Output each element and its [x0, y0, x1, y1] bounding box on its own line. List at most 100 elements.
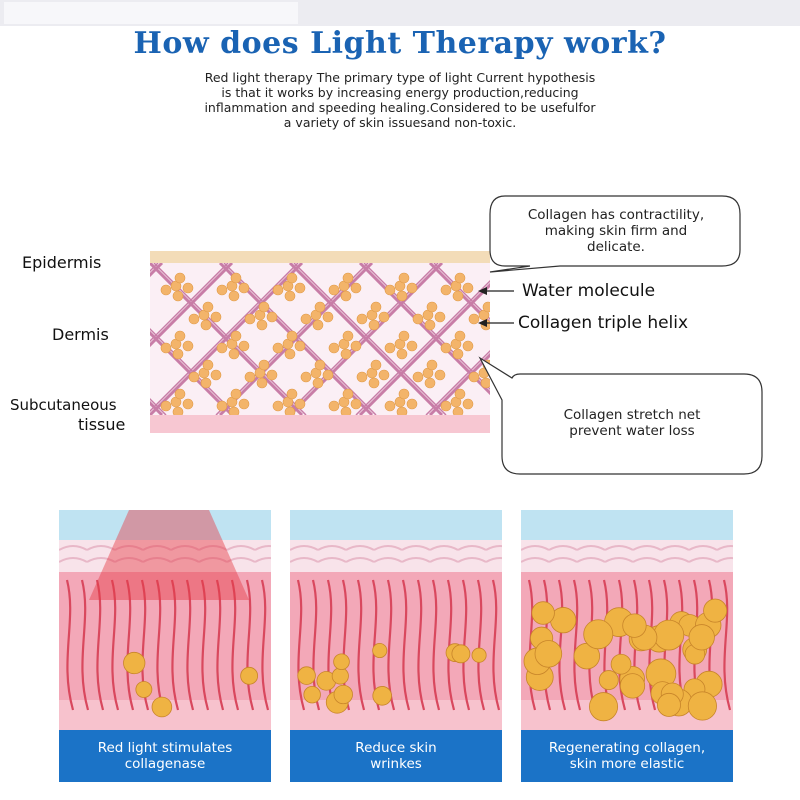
- fiber: [401, 579, 411, 711]
- water-molecules: [160, 272, 490, 415]
- water-molecule: [294, 340, 306, 352]
- fiber: [416, 579, 426, 711]
- callout-bottom: Collagen stretch net prevent water loss: [502, 407, 762, 439]
- pointer-label-collagen: Collagen triple helix: [518, 313, 689, 333]
- water-molecule: [434, 369, 446, 381]
- water-molecule: [378, 311, 390, 323]
- water-molecule: [284, 290, 296, 302]
- cell-line: [632, 545, 662, 551]
- top-bar-tab: [4, 2, 298, 24]
- water-molecule: [480, 377, 490, 389]
- cell-line: [373, 545, 403, 551]
- callout-bottom-line: prevent water loss: [569, 423, 695, 439]
- collagen-strand: [428, 352, 490, 415]
- collagen-ball: [135, 681, 153, 698]
- top-bar: [0, 0, 800, 26]
- water-molecule: [378, 369, 390, 381]
- water-molecule: [384, 400, 396, 412]
- water-molecule: [440, 342, 452, 354]
- cell-line: [604, 545, 634, 551]
- page-title: How does Light Therapy work?: [133, 26, 667, 61]
- collagen-ball: [619, 673, 646, 699]
- water-molecule: [286, 272, 298, 284]
- water-molecule: [342, 330, 354, 342]
- water-molecule: [314, 301, 326, 313]
- cell-line: [59, 545, 88, 551]
- water-molecule: [434, 311, 446, 323]
- water-molecule: [284, 348, 296, 360]
- water-molecule: [340, 290, 352, 302]
- panel-caption-line: Red light stimulates: [97, 740, 233, 756]
- water-molecule: [384, 284, 396, 296]
- water-molecule: [468, 371, 480, 383]
- fiber: [65, 579, 75, 711]
- cell-line: [198, 545, 228, 551]
- panel-reduce-wrinkles: Reduce skin wrinkes: [290, 510, 502, 782]
- sky-band: [59, 510, 271, 540]
- water-molecule: [322, 311, 334, 323]
- callout-top: Collagen has contractility, making skin …: [492, 207, 740, 255]
- epidermis-layer: [150, 251, 490, 263]
- panel-caption-line: Reduce skin: [355, 740, 437, 756]
- intro-text: Red light therapy The primary type of li…: [100, 70, 700, 130]
- collagen-ball: [123, 651, 146, 675]
- fiber: [245, 579, 255, 711]
- pointer-label-water: Water molecule: [522, 281, 656, 301]
- water-molecule: [412, 371, 424, 383]
- collagen-ball: [531, 601, 555, 625]
- collagen-ball: [372, 642, 388, 659]
- fiber: [95, 579, 105, 711]
- cell-line: [226, 557, 256, 563]
- collagen-ball: [303, 685, 321, 704]
- collagen-ball: [656, 692, 681, 717]
- panel-caption-line: wrinkes: [370, 756, 422, 772]
- epidermis-band: [59, 540, 271, 572]
- collagen-strand: [0, 263, 18, 415]
- callout-top-line: delicate.: [587, 239, 645, 255]
- collagen-ball: [598, 670, 619, 691]
- water-molecule: [426, 301, 438, 313]
- cell-line: [457, 545, 487, 551]
- water-molecule: [286, 330, 298, 342]
- cell-line: [170, 557, 200, 563]
- fiber: [431, 579, 441, 711]
- callout-top-line: making skin firm and: [544, 223, 688, 239]
- water-molecule: [424, 319, 436, 331]
- collagen-ball: [333, 684, 353, 705]
- cell-line: [114, 557, 144, 563]
- water-molecule: [368, 377, 380, 389]
- intro-line: inflammation and speeding healing.Consid…: [204, 100, 596, 115]
- cell-line: [142, 545, 172, 551]
- water-molecule: [328, 342, 340, 354]
- water-molecule: [452, 348, 464, 360]
- water-molecule: [272, 400, 284, 412]
- cell-line: [345, 545, 375, 551]
- water-molecule: [172, 406, 184, 415]
- water-molecule: [230, 388, 242, 400]
- label-tissue: tissue: [78, 415, 126, 434]
- cell-line: [521, 557, 550, 563]
- water-molecule: [398, 272, 410, 284]
- water-molecule: [356, 371, 368, 383]
- water-molecule: [286, 388, 298, 400]
- water-molecule: [272, 342, 284, 354]
- cell-line: [290, 545, 319, 551]
- water-molecule: [406, 282, 418, 294]
- cell-line: [548, 557, 578, 563]
- water-molecule: [312, 377, 324, 389]
- water-molecule: [294, 282, 306, 294]
- fiber: [260, 579, 270, 711]
- water-molecule: [256, 319, 268, 331]
- water-molecule: [454, 388, 466, 400]
- cell-line: [429, 545, 459, 551]
- cell-line: [548, 545, 578, 551]
- water-molecule: [174, 330, 186, 342]
- epidermis-band: [521, 540, 733, 572]
- collagen-strand: [0, 263, 22, 415]
- fiber: [155, 579, 165, 711]
- water-molecule: [172, 290, 184, 302]
- cell-line: [226, 545, 256, 551]
- cell-line: [688, 557, 718, 563]
- panel-red-light: Red light stimulates collagenase: [59, 510, 271, 782]
- collagen-strand: [293, 263, 447, 415]
